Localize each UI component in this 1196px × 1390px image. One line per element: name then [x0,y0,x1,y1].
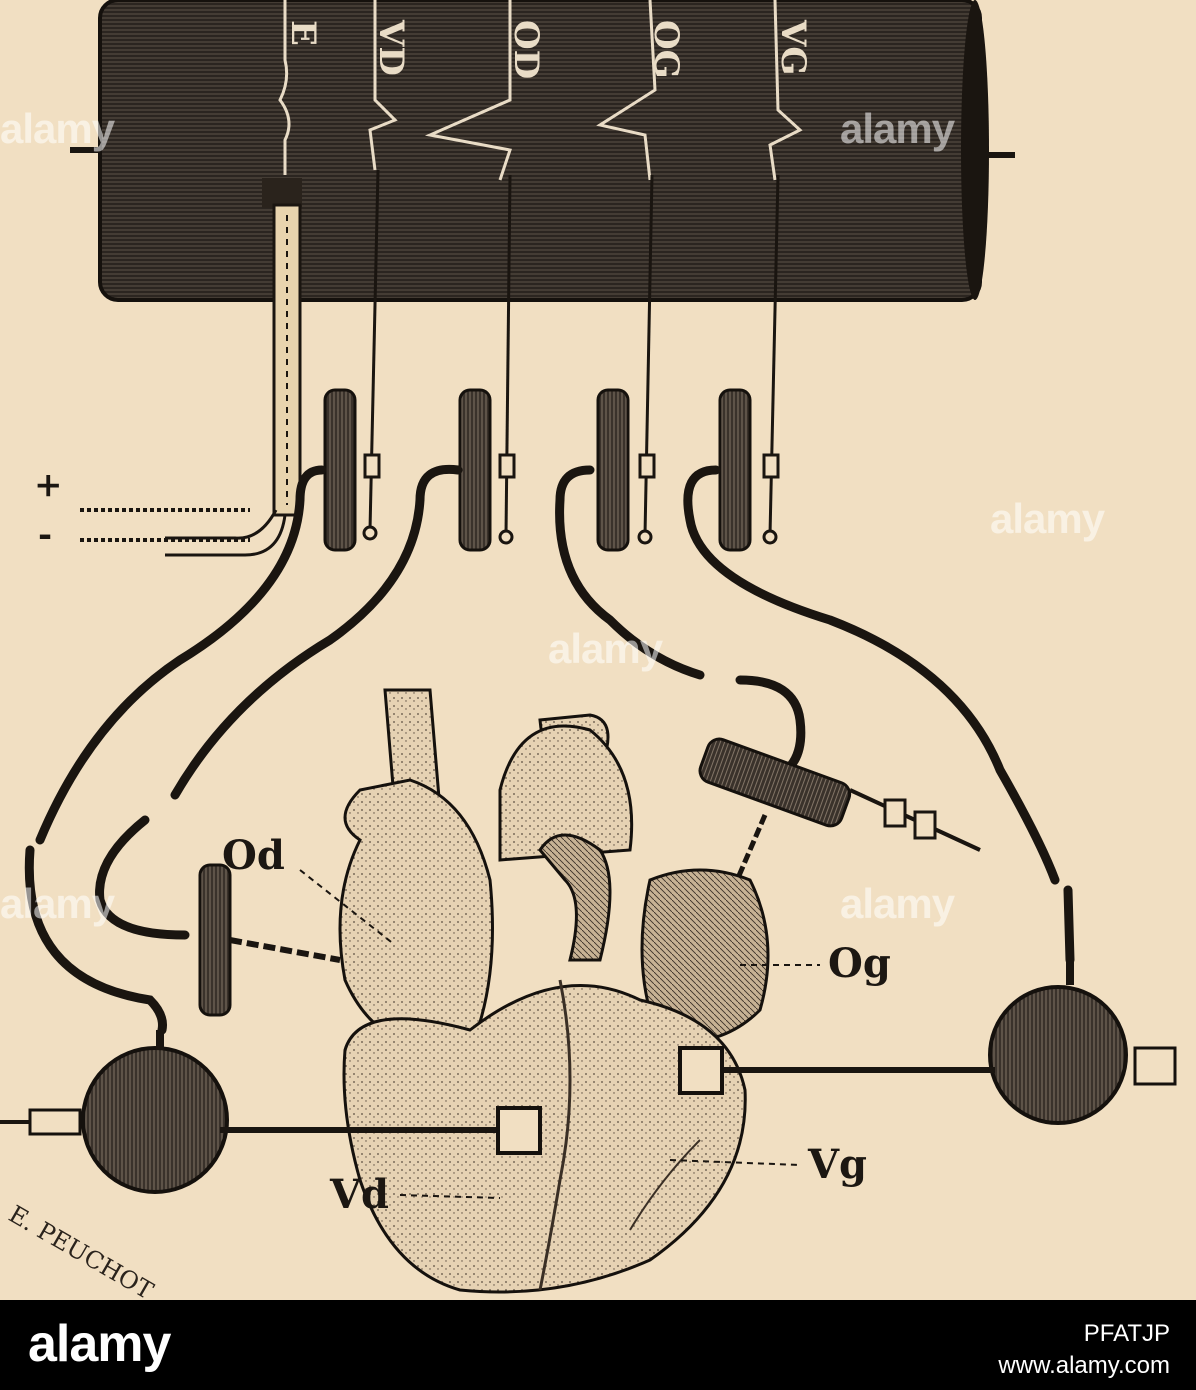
ventricle-sounds [0,960,1177,1194]
watermark: alamy [840,880,955,927]
drum-trace-label: E [283,20,323,46]
minus-terminal-label: - [38,515,53,555]
leader-lines [299,869,820,1199]
watermark: alamy [0,105,115,152]
kymograph-drum [70,0,1015,302]
drum-trace-label: OD [506,20,546,79]
plus-terminal-label: + [34,465,63,505]
label-od: Od [222,832,285,879]
drum-trace-label: OG [646,20,686,79]
watermark: alamy [0,880,115,927]
footer-bar: alamy PFATJP www.alamy.com [0,1300,1196,1390]
signal-electrode [80,178,302,557]
watermark: alamy [548,625,663,672]
label-vg: Vg [808,1141,868,1188]
image-id: PFATJP [1083,1320,1170,1347]
drum-trace-label: VG [773,19,813,75]
atrium-tambour-right [198,863,341,1017]
recording-levers [362,169,780,545]
label-vd: Vd [330,1171,390,1218]
drum-trace-label: VD [371,19,411,76]
alamy-logo: alamy [28,1315,171,1373]
marey-tambours [323,388,752,552]
watermark: alamy [840,105,955,152]
engraving-svg: E VD OD OG VG [0,0,1177,1294]
site-url: www.alamy.com [998,1352,1170,1380]
footer-info: PFATJP www.alamy.com [998,1318,1170,1383]
watermark: alamy [990,495,1105,542]
label-og: Og [828,940,891,987]
heart [338,688,770,1294]
transmission-tubes [24,464,1075,1035]
atrium-tambour-left [698,737,981,886]
